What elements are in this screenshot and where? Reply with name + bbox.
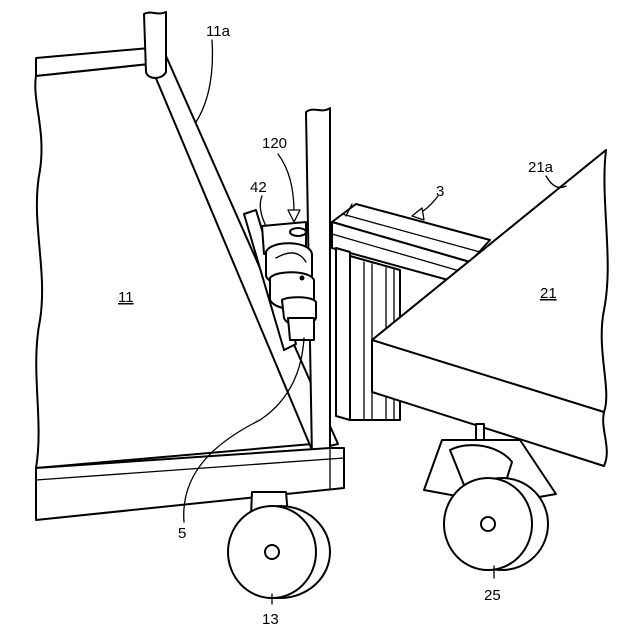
- wheel-13-axle: [265, 545, 279, 559]
- label-21a: 21a: [528, 159, 554, 176]
- right-cart: [372, 150, 608, 504]
- label-3: 3: [436, 183, 444, 200]
- label-13: 13: [262, 611, 279, 628]
- label-5: 5: [178, 525, 186, 542]
- label-25: 25: [484, 587, 501, 604]
- label-120: 120: [262, 135, 287, 152]
- leader-11a: [196, 40, 212, 122]
- arrow-3: [412, 208, 424, 220]
- wheel-25-axle: [481, 517, 495, 531]
- label-11: 11: [118, 289, 134, 306]
- arrow-120: [288, 210, 300, 222]
- hinge-shaft: [288, 318, 314, 340]
- label-42: 42: [250, 179, 267, 196]
- label-21: 21: [540, 285, 557, 302]
- rail-leg-left: [336, 248, 350, 420]
- hinge-pin: [290, 228, 306, 236]
- leader-42: [260, 196, 266, 226]
- wheel-25: [444, 478, 548, 570]
- label-11a: 11a: [206, 23, 231, 40]
- leader-120: [278, 154, 294, 212]
- wheel-13: [228, 492, 330, 598]
- left-cart-top-post: [144, 12, 166, 78]
